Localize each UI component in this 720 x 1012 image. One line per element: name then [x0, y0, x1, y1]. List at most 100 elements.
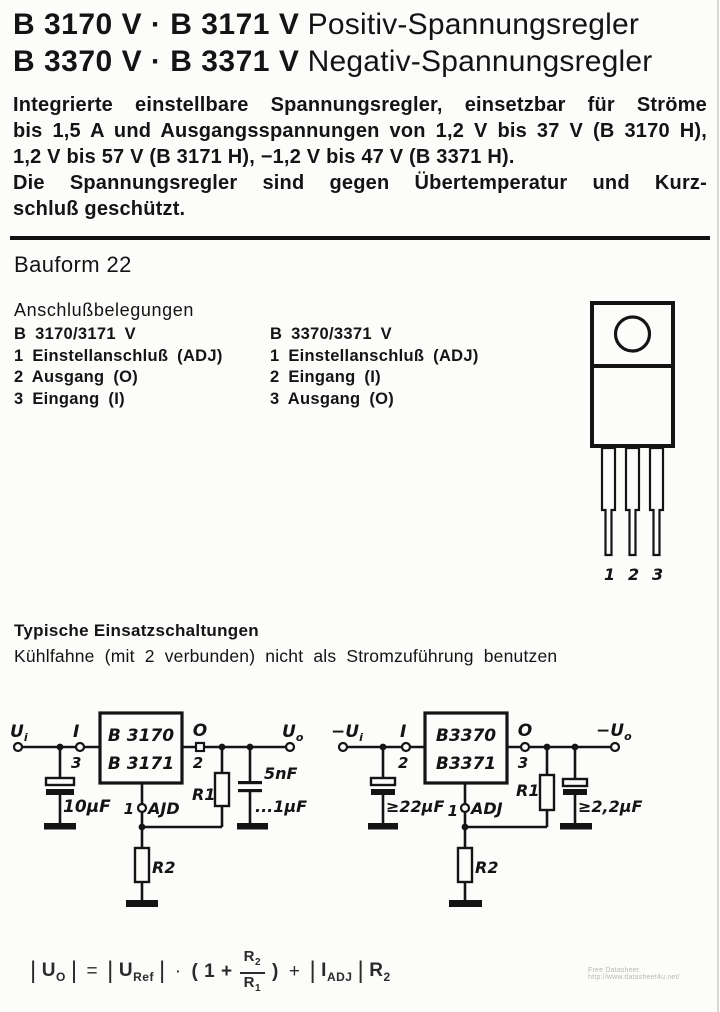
title-negative-regulator: B 3370 V · B 3371 V Negativ-Spannungsreg…	[13, 43, 713, 80]
pin-out-letter: O	[518, 721, 532, 741]
package-pin-label-2: 2	[628, 565, 639, 584]
package-tab	[590, 301, 675, 368]
resistor-r2	[133, 846, 151, 884]
multiply-dot: ·	[174, 961, 182, 982]
output-cap-value-max: ...1µF	[255, 797, 307, 816]
title2-description: Negativ-Spannungsregler	[307, 45, 653, 78]
input-voltage-label: −Ui	[331, 722, 363, 744]
fraction-numerator: R2	[239, 948, 265, 974]
ic-name-line2: B 3171	[108, 754, 174, 774]
open-paren-one-plus: ( 1 +	[191, 961, 233, 982]
input-cap-plate-bottom	[46, 789, 74, 795]
output-terminal	[609, 741, 621, 753]
package-leg-1	[600, 446, 617, 557]
pin2-marker	[400, 741, 412, 753]
close-paren: )	[272, 961, 279, 982]
formula-uo: UO	[41, 960, 66, 984]
output-cap-value-min: 5nF	[264, 764, 298, 783]
abs-bar: |	[30, 957, 37, 984]
adj-pin-number: 1	[124, 800, 134, 818]
pin1-marker	[136, 802, 148, 814]
pin-out-number: 2	[193, 754, 203, 772]
pinout-model: B 3370/3371 V	[270, 325, 392, 343]
input-cap-plate-top	[44, 776, 76, 787]
ground-input-cap	[368, 823, 398, 830]
output-voltage-label: Uo	[282, 722, 304, 744]
input-terminal	[12, 741, 24, 753]
node-dot	[56, 743, 64, 751]
equals-sign: =	[86, 961, 99, 982]
node-dot	[138, 823, 146, 831]
abs-bar: |	[70, 957, 78, 984]
output-voltage-formula: |UO| = |URef| · ( 1 + R2 R1 ) + |IADJ| R…	[28, 946, 394, 998]
intro-line: Die Spannungsregler sind gegen Übertempe…	[13, 172, 707, 194]
resistor-r1	[538, 773, 556, 812]
node-dot	[246, 743, 254, 751]
intro-line: schluß geschützt.	[13, 198, 186, 220]
package-pin-label-3: 3	[652, 565, 663, 584]
pin-in-number: 2	[398, 754, 408, 772]
circuits-note: Kühlfahne (mit 2 verbunden) nicht als St…	[14, 646, 558, 666]
pin-in-letter: I	[400, 722, 406, 742]
page-title-block: B 3170 V · B 3171 V Positiv-Spannungsreg…	[13, 6, 713, 80]
input-cap-value: ≥22µF	[386, 797, 444, 816]
title-positive-regulator: B 3170 V · B 3171 V Positiv-Spannungsreg…	[13, 6, 713, 43]
package-body	[590, 364, 675, 448]
pinout-pin: 2 Ausgang (O)	[14, 368, 139, 386]
ic-name-line1: B3370	[436, 726, 496, 746]
r1-label: R1	[516, 781, 539, 800]
adj-pin-number: 1	[448, 802, 458, 820]
pin-out-number: 3	[518, 754, 528, 772]
title2-models: B 3370 V · B 3371 V	[13, 45, 300, 78]
formula-iadj: IADJ	[321, 960, 353, 984]
ground-output-cap	[237, 823, 268, 830]
title1-models: B 3170 V · B 3171 V	[13, 8, 300, 41]
formula-uref: URef	[118, 960, 154, 984]
output-cap-plate-bottom	[238, 789, 262, 793]
intro-line: Integrierte einstellbare Spannungsregler…	[13, 94, 707, 116]
circuit-positive-regulator: Ui I 3 B 3170 B 3171 O 2 Uo 10µF 1 AJD R…	[10, 711, 307, 907]
title1-description: Positiv-Spannungsregler	[307, 8, 640, 41]
input-cap-plate-top	[369, 776, 397, 787]
resistor-r2	[456, 846, 474, 884]
pin-out-letter: O	[193, 721, 207, 741]
ic-name-line2: B3371	[436, 754, 496, 774]
pinout-pin: 2 Eingang (I)	[270, 368, 381, 386]
output-voltage-label: −Uo	[596, 721, 632, 743]
pinout-pin: 3 Ausgang (O)	[270, 389, 395, 408]
scan-edge-artifact	[717, 0, 719, 1012]
formula-r2: R2	[369, 960, 391, 984]
package-leg-3	[648, 446, 665, 557]
mounting-hole	[613, 315, 652, 353]
pinout-pin: 1 Einstellanschluß (ADJ)	[270, 346, 479, 365]
node-dot	[543, 743, 551, 751]
output-terminal	[284, 741, 296, 753]
bauform-heading: Bauform 22	[14, 252, 132, 277]
adj-pin-label: ADJ	[469, 799, 503, 818]
output-cap-plate-top	[238, 781, 262, 785]
package-pin-label-1: 1	[604, 565, 615, 584]
plus-sign: +	[288, 961, 301, 982]
pin2-marker	[194, 741, 206, 753]
input-cap-value: 10µF	[63, 797, 111, 817]
circuits-heading: Typische Einsatzschaltungen	[14, 621, 259, 640]
intro-line: bis 1,5 A und Ausgangsspannungen von 1,2…	[13, 120, 707, 142]
circuit-negative-regulator: −Ui I 2 B3370 B3371 O 3 −Uo ≥22µF 1 ADJ …	[331, 711, 643, 907]
r2-label: R2	[152, 858, 175, 877]
ic-box	[98, 711, 184, 785]
r1-label: R1	[192, 785, 215, 804]
package-leg-2	[624, 446, 641, 557]
horizontal-rule	[10, 236, 710, 240]
node-dot	[218, 743, 226, 751]
abs-bar: |	[357, 957, 365, 984]
ground-input-cap	[44, 823, 76, 830]
pinout-model: B 3170/3171 V	[14, 325, 136, 343]
ic-name-line1: B 3170	[108, 726, 174, 746]
resistor-r1	[213, 771, 231, 808]
r2-label: R2	[475, 858, 498, 877]
intro-paragraph: Integrierte einstellbare Spannungsregler…	[13, 92, 707, 222]
resistor-ratio-fraction: R2 R1	[239, 948, 265, 997]
node-dot	[571, 743, 579, 751]
input-voltage-label: Ui	[10, 722, 28, 744]
